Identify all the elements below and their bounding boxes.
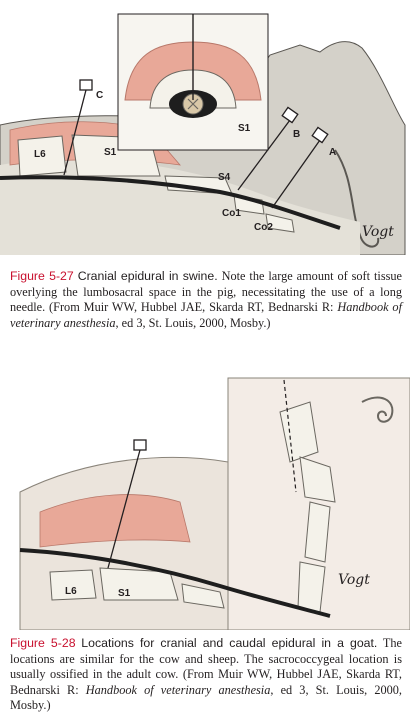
caption-body: Note the large amount of soft tissue ove…	[10, 269, 403, 315]
label-needle-c: C	[96, 90, 103, 101]
label-co2: Co2	[254, 222, 273, 233]
figure-5-27-illustration: S1 C B A L6 S1 S4 Co1 Co2 Vogt	[0, 0, 410, 255]
epaxial-muscle	[39, 494, 191, 548]
goat-tail	[361, 396, 394, 423]
label-s1: S1	[104, 147, 117, 158]
caption-tail: , ed 3, St. Louis, 2000, Mosby.)	[10, 682, 402, 713]
figure-title: Locations for cranial and caudal epidura…	[81, 636, 378, 650]
needles	[63, 79, 329, 209]
label-s4: S4	[218, 172, 231, 183]
cross-section-inset: S1	[117, 13, 269, 151]
spinal-canal	[19, 548, 331, 618]
figure-5-28-illustration: L6 S1 Vogt	[0, 372, 410, 630]
spinal-canal	[0, 175, 341, 230]
figure-number: Figure 5-27	[10, 269, 74, 283]
book-title: Handbook of veterinary anesthesia	[10, 300, 402, 330]
goat-epidural-drawing: L6 S1 Vogt	[19, 377, 410, 630]
label-s1: S1	[118, 588, 131, 599]
figure-number: Figure 5-28	[10, 636, 76, 650]
sacrococcygeal-guide	[283, 379, 297, 493]
needle-b-hub	[281, 106, 299, 124]
caption-body: The locations are similar for the cow an…	[10, 636, 402, 697]
soft-tissue	[0, 159, 360, 255]
label-co1: Co1	[222, 208, 241, 219]
vertebra-s1	[99, 567, 179, 601]
label-needle-b: B	[293, 129, 300, 140]
label-inset-s1: S1	[238, 123, 251, 134]
pelvis-bones	[279, 401, 336, 613]
needle-a-hub	[311, 126, 329, 144]
vertebra-l6	[17, 135, 67, 177]
needle-c	[63, 89, 87, 176]
book-title: Handbook of veterinary anesthesia	[85, 682, 271, 697]
needle-b	[237, 119, 291, 191]
label-l6: L6	[65, 586, 77, 597]
figure-5-28-caption: Figure 5-28 Locations for cranial and ca…	[10, 636, 402, 714]
vertebra-l6	[49, 569, 97, 601]
needle-hub	[133, 439, 147, 451]
swine-epidural-drawing: S1 C B A L6 S1 S4 Co1 Co2 Vogt	[0, 13, 406, 255]
pig-tail	[334, 149, 380, 248]
figure-5-27-caption: Figure 5-27 Cranial epidural in swine. N…	[10, 269, 402, 331]
artist-signature: Vogt	[338, 572, 370, 588]
caption-tail: , ed 3, St. Louis, 2000, Mosby.)	[115, 315, 271, 330]
vertebrae	[49, 567, 225, 609]
vertebrae	[17, 134, 295, 233]
figure-title: Cranial epidural in swine.	[77, 269, 218, 283]
artist-signature: Vogt	[362, 224, 394, 240]
needle-a	[271, 139, 321, 209]
label-l6: L6	[34, 149, 46, 160]
label-needle-a: A	[329, 147, 336, 158]
epidural-needle	[107, 449, 141, 569]
vertebra-co2	[265, 213, 295, 233]
needle-c-hub	[79, 79, 93, 91]
